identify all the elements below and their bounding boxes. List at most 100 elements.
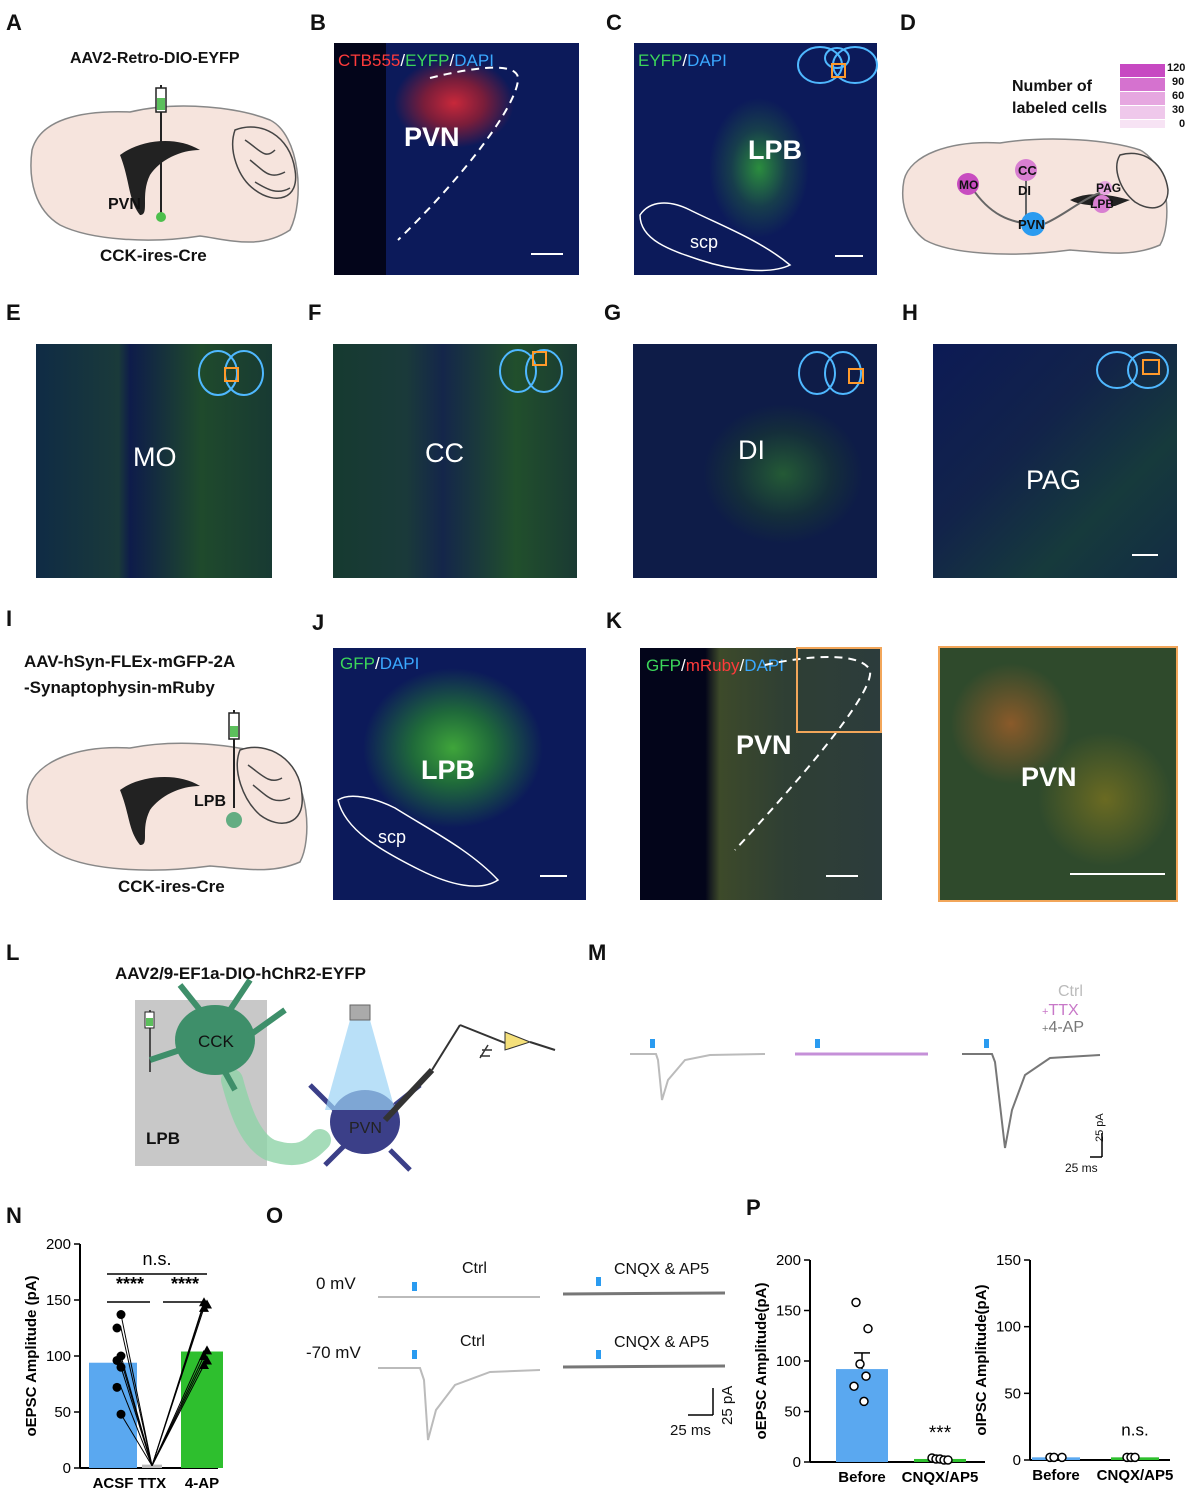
x-tick-label: TTX xyxy=(138,1475,166,1492)
y-tick-label: 50 xyxy=(1004,1385,1021,1402)
x-tick-label: ACSF xyxy=(93,1475,134,1492)
data-point xyxy=(855,1359,865,1369)
o-drug-1: CNQX & AP5 xyxy=(614,1261,710,1278)
panel-letter-h: H xyxy=(902,300,918,325)
bar-acsf xyxy=(89,1362,137,1468)
panel-a-mouse: CCK-ires-Cre xyxy=(100,246,207,265)
o-row2-label: -70 mV xyxy=(306,1343,361,1362)
panel-i-virus-2: -Synaptophysin-mRuby xyxy=(24,678,215,697)
panel-a-region: PVN xyxy=(108,196,141,213)
sig-label: n.s. xyxy=(142,1249,171,1269)
y-tick-label: 150 xyxy=(46,1292,71,1309)
paired-line xyxy=(120,1327,153,1466)
data-point xyxy=(199,1302,209,1312)
panel-b-stains: CTB555/EYFP/DAPI xyxy=(338,51,494,70)
panel-letter-d: D xyxy=(900,10,916,35)
panel-letter-c: C xyxy=(606,10,622,35)
panel-j-region: LPB xyxy=(421,755,475,785)
legend-tick-30: 30 xyxy=(1172,104,1185,116)
panel-i-region: LPB xyxy=(194,793,226,810)
data-point xyxy=(859,1396,869,1407)
sig-label: **** xyxy=(171,1274,199,1294)
bar-before xyxy=(1032,1457,1080,1460)
micrograph-g xyxy=(633,344,877,578)
bar-cnqx-ap5 xyxy=(914,1458,966,1462)
sig-label: **** xyxy=(116,1274,144,1294)
data-point xyxy=(851,1297,861,1308)
paired-line xyxy=(120,1360,153,1466)
paired-line xyxy=(120,1314,153,1466)
y-tick-label: 200 xyxy=(776,1252,801,1269)
paired-line xyxy=(151,1350,205,1466)
data-point xyxy=(199,1351,209,1360)
data-point xyxy=(116,1409,126,1419)
m-legend-4ap: +4-AP xyxy=(1042,1019,1085,1036)
injection-site-lpb xyxy=(226,812,242,828)
paired-line xyxy=(120,1355,153,1466)
data-point xyxy=(202,1355,212,1365)
micrograph-k-zoom xyxy=(938,646,1178,902)
panel-e-region: MO xyxy=(133,442,177,472)
panel-letter-n: N xyxy=(6,1203,22,1228)
panel-l-cell1: CCK xyxy=(198,1032,234,1051)
panel-i-virus-1: AAV-hSyn-FLEx-mGFP-2A xyxy=(24,652,236,671)
x-tick-label: CNQX/AP5 xyxy=(902,1469,979,1486)
panel-c-stains: EYFP/DAPI xyxy=(638,51,727,70)
panel-letter-k: K xyxy=(606,608,622,633)
recording-pipette xyxy=(382,1067,435,1123)
data-point xyxy=(116,1351,126,1361)
data-point xyxy=(861,1371,871,1381)
paired-line xyxy=(120,1413,153,1467)
panel-l-virus: AAV2/9-EF1a-DIO-hChR2-EYFP xyxy=(115,964,366,983)
panel-letter-f: F xyxy=(308,300,322,325)
d-node-lpb: LPB xyxy=(1090,197,1114,211)
panel-j-stains: GFP/DAPI xyxy=(340,654,420,673)
sig-label: n.s. xyxy=(1121,1420,1148,1439)
data-point xyxy=(202,1345,212,1355)
brain-a-shape xyxy=(30,85,299,243)
panel-letter-a: A xyxy=(6,10,22,35)
data-point xyxy=(1045,1452,1055,1463)
bar-before xyxy=(836,1369,888,1462)
panel-l-area: LPB xyxy=(146,1129,180,1148)
y-axis-label: oEPSC Amplitude (pA) xyxy=(23,1275,40,1436)
o-drug-2: CNQX & AP5 xyxy=(614,1334,710,1351)
amplifier-icon xyxy=(504,1031,532,1051)
panel-k-region: PVN xyxy=(736,730,792,760)
micrograph-b xyxy=(334,43,579,275)
x-tick-label: Before xyxy=(1032,1467,1080,1484)
panel-letter-p: P xyxy=(746,1195,761,1220)
m-legend-ctrl: Ctrl xyxy=(1058,983,1083,1000)
data-point xyxy=(202,1299,212,1309)
data-point xyxy=(939,1455,949,1465)
panel-b-region: PVN xyxy=(404,122,460,152)
sig-label: *** xyxy=(929,1423,952,1444)
d-node-pvn: PVN xyxy=(1018,217,1045,232)
panel-letter-i: I xyxy=(6,606,13,631)
y-axis-label: oEPSC Amplitude(pA) xyxy=(753,1283,770,1440)
panel-f-region: CC xyxy=(425,438,464,468)
legend-tick-90: 90 xyxy=(1172,76,1185,88)
y-tick-label: 100 xyxy=(46,1348,71,1365)
y-tick-label: 100 xyxy=(776,1353,801,1370)
bar-ttx xyxy=(142,1464,162,1468)
data-point xyxy=(1057,1452,1067,1463)
x-tick-label: Before xyxy=(838,1469,886,1486)
data-point xyxy=(1130,1452,1140,1463)
paired-line xyxy=(151,1302,205,1466)
y-axis-label: oIPSC Amplitude(pA) xyxy=(973,1284,990,1435)
panel-i-mouse: CCK-ires-Cre xyxy=(118,877,225,896)
data-point xyxy=(199,1297,209,1307)
micrograph-h xyxy=(933,344,1177,578)
d-node-cc: CC xyxy=(1018,163,1037,178)
micrograph-k xyxy=(640,648,882,900)
y-tick-label: 0 xyxy=(1013,1452,1021,1469)
m-legend-ttx: +TTX xyxy=(1042,1002,1079,1019)
panel-letter-o: O xyxy=(266,1203,284,1228)
paired-line xyxy=(151,1355,205,1466)
paired-line xyxy=(151,1360,205,1466)
data-point xyxy=(1122,1452,1132,1463)
panel-letter-g: G xyxy=(604,300,622,325)
data-point xyxy=(1126,1452,1136,1463)
bar-cnqx-ap5 xyxy=(1111,1457,1159,1460)
